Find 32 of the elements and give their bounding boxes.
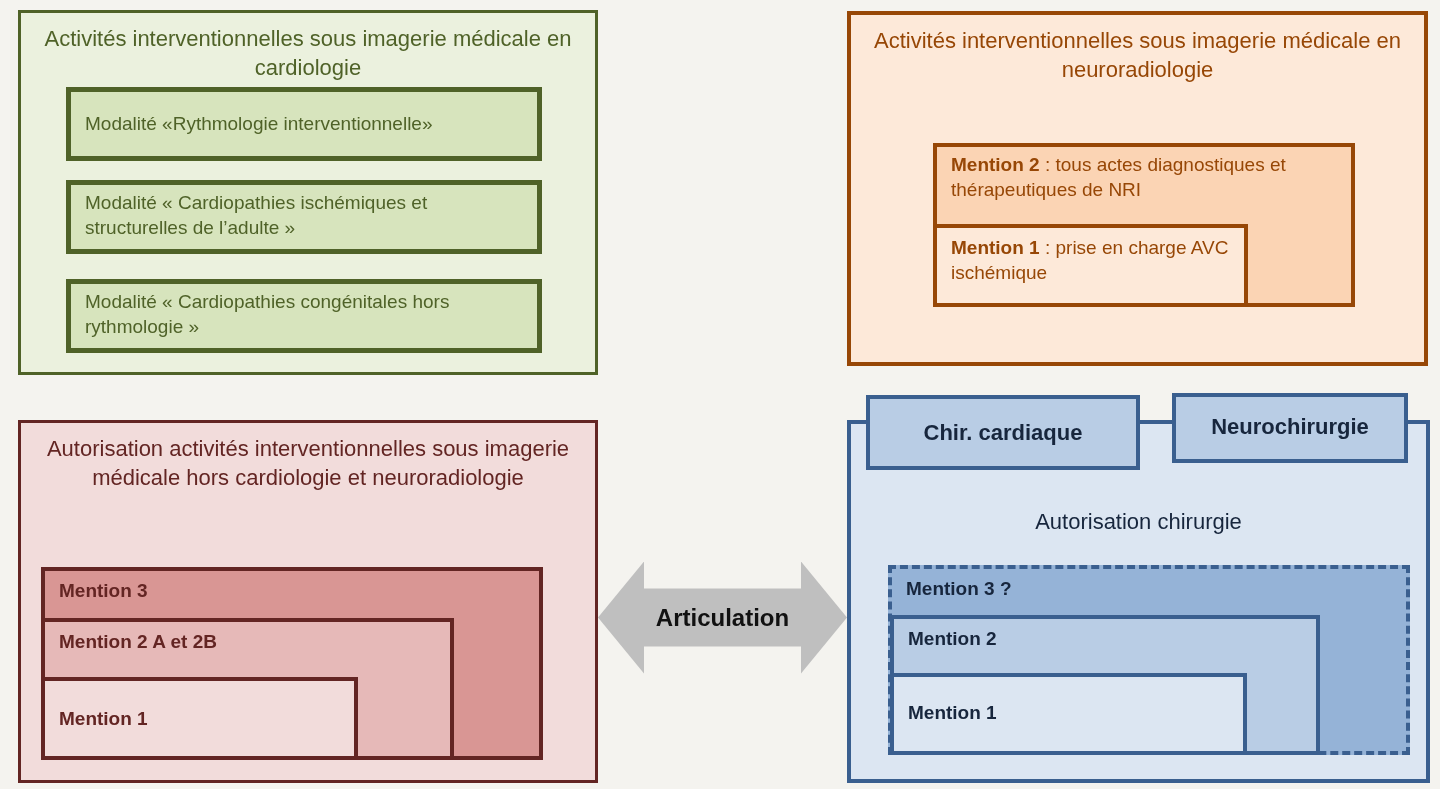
box-label: Neurochirurgie xyxy=(1210,413,1370,441)
modality-box xyxy=(66,87,542,161)
tab-box xyxy=(1172,393,1408,463)
panel-title: Autorisation activités interventionnelles sous imagerie médicale hors cardiologie et neuroradiologie xyxy=(45,435,571,492)
edge-label: Articulation xyxy=(655,603,790,632)
category-panel xyxy=(18,420,598,783)
box-label: Chir. cardiaque xyxy=(922,419,1084,447)
mention-box xyxy=(890,615,1320,755)
panel-title: Activités interventionnelles sous imagerie médicale en neuroradiologie xyxy=(872,27,1402,84)
category-panel xyxy=(847,420,1430,783)
box-label: Mention 1 xyxy=(59,707,149,731)
category-panel xyxy=(847,11,1428,366)
box-label: Mention 2 : tous actes diagnostiques et thérapeutiques de NRI xyxy=(951,153,1287,202)
panel-title: Autorisation chirurgie xyxy=(1034,508,1243,536)
panel-title: Activités interventionnelles sous imagerie médicale en cardiologie xyxy=(43,25,573,82)
modality-box xyxy=(66,279,542,353)
box-label: Modalité «Rythmologie interventionnelle» xyxy=(85,112,434,136)
box-label: Modalité « Cardiopathies ischémiques et structurelles de l’adulte » xyxy=(85,191,429,240)
box-label: Mention 1 : prise en charge AVC ischémique xyxy=(951,236,1230,285)
box-label: Mention 3 ? xyxy=(906,577,1013,601)
mention-box xyxy=(933,143,1355,307)
double-arrow xyxy=(598,561,847,674)
category-panel xyxy=(18,10,598,375)
mention-box xyxy=(888,565,1410,755)
box-label: Mention 2 A et 2B xyxy=(59,630,218,654)
modality-box xyxy=(66,180,542,254)
box-label: Mention 1 xyxy=(908,701,998,725)
box-label: Modalité « Cardiopathies congénitales hors rythmologie » xyxy=(85,290,451,339)
box-label: Mention 2 xyxy=(908,627,998,651)
box-label: Mention 3 xyxy=(59,579,149,603)
mention-box xyxy=(41,567,543,760)
tab-box xyxy=(866,395,1140,470)
